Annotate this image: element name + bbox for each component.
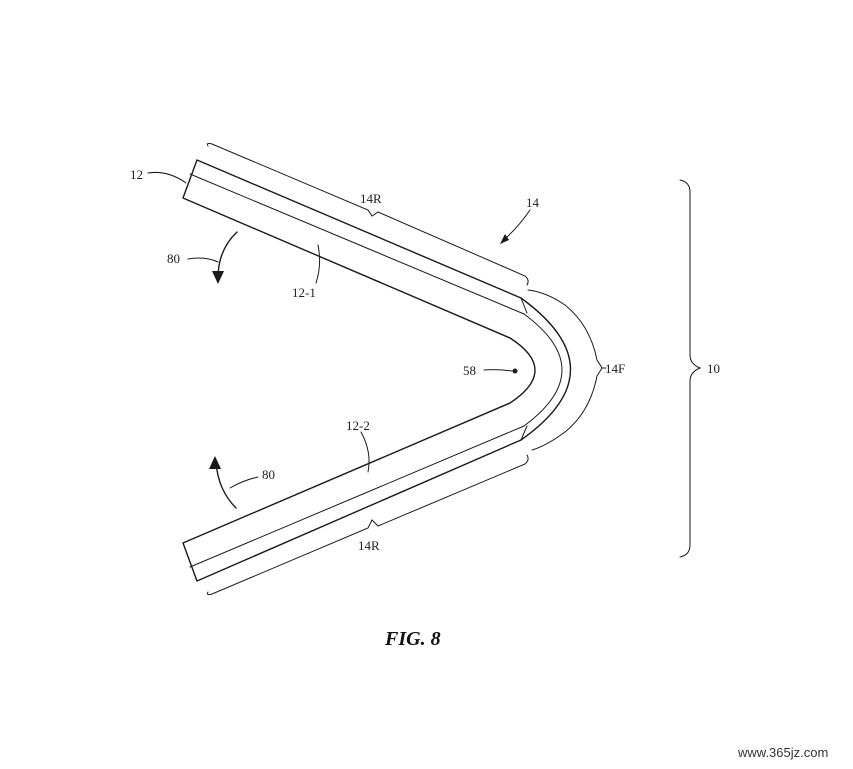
label-80-top: 80 — [167, 251, 180, 266]
rotation-arrow-bottom — [209, 456, 259, 509]
leader-14-arrow — [500, 209, 531, 244]
label-10: 10 — [707, 361, 720, 376]
label-12: 12 — [130, 167, 143, 182]
label-12-1: 12-1 — [292, 285, 316, 300]
watermark-text: www.365jz.com — [737, 745, 828, 760]
rotation-arrow-top — [187, 231, 238, 284]
figure-caption: FIG. 8 — [384, 628, 441, 650]
label-14F: 14F — [605, 361, 625, 376]
bracket-10 — [679, 179, 702, 558]
lower-display-arm — [182, 402, 525, 582]
label-14: 14 — [526, 195, 540, 210]
label-14R-bottom: 14R — [358, 538, 380, 553]
label-58: 58 — [463, 363, 476, 378]
upper-display-arm — [182, 159, 525, 339]
leader-58 — [483, 368, 518, 374]
bracket-14R-top — [207, 142, 529, 286]
bracket-14R-bottom — [207, 454, 529, 596]
label-14R-top: 14R — [360, 191, 382, 206]
leader-12 — [147, 172, 187, 184]
label-12-2: 12-2 — [346, 418, 370, 433]
leader-12-2 — [360, 431, 370, 473]
folded-region — [509, 297, 571, 441]
leader-12-1 — [315, 244, 321, 284]
label-80-bottom: 80 — [262, 467, 275, 482]
